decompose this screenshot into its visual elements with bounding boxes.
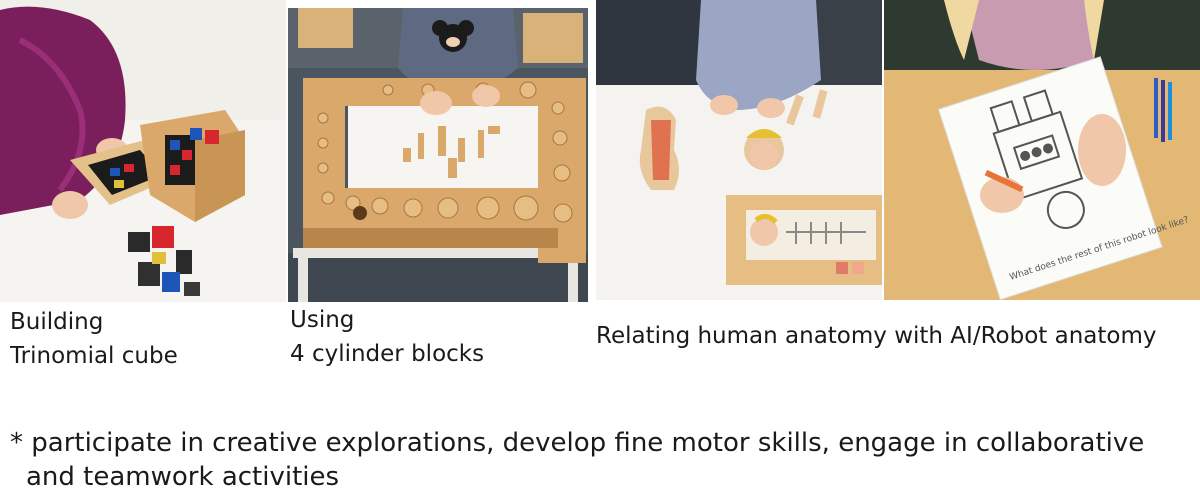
caption-trinomial-line1: Building [10,309,104,335]
footnote: * participate in creative explorations, … [10,426,1190,494]
caption-cylinder-line2: 4 cylinder blocks [290,341,485,367]
photo-trinomial-cube [0,0,286,302]
caption-anatomy-text: Relating human anatomy with AI/Robot ana… [596,323,1157,349]
caption-anatomy: Relating human anatomy with AI/Robot ana… [596,319,1156,353]
photo-cylinder-blocks [288,8,588,302]
caption-trinomial-cube: Building Trinomial cube [10,305,178,373]
footnote-line2: and teamwork activities [26,462,340,492]
photo-robot-worksheet: What does the rest of this robot look li… [884,0,1200,300]
caption-cylinder-blocks: Using 4 cylinder blocks [290,303,484,371]
caption-cylinder-line1: Using [290,307,355,333]
footnote-line1: * participate in creative explorations, … [10,428,1145,458]
photo-human-anatomy [596,0,882,300]
caption-trinomial-line2: Trinomial cube [10,343,178,369]
